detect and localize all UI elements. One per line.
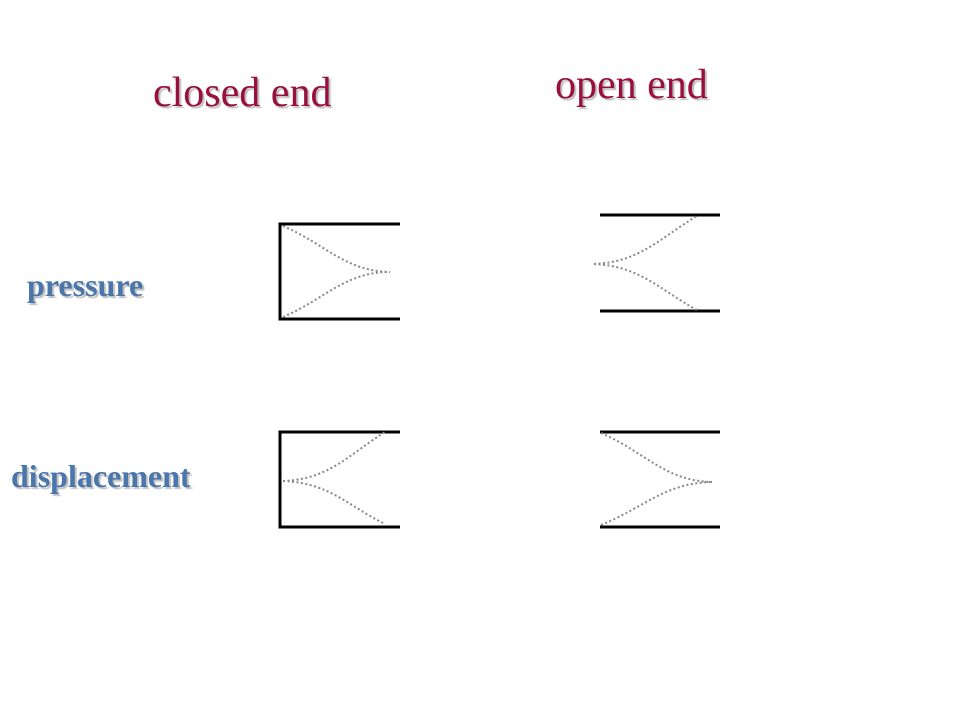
tube-closed-pressure <box>278 222 400 321</box>
wave-curve-upper <box>600 432 713 483</box>
wave-curve-lower <box>282 480 386 525</box>
wave-curve-lower <box>593 263 698 311</box>
wave-curve-upper <box>282 225 391 273</box>
wave-curve-lower <box>282 271 391 318</box>
tube-walls <box>278 430 400 529</box>
wave-curve-lower <box>600 481 713 526</box>
tube-open-pressure <box>593 213 720 313</box>
displacement-row-label: displacement <box>11 458 191 494</box>
wave-curve-upper <box>282 431 386 482</box>
tube-closed-displacement <box>278 430 400 529</box>
pressure-row-label: pressure <box>27 267 144 303</box>
wave-curve-upper <box>593 215 698 265</box>
open-end-heading: open end <box>555 62 708 108</box>
tube-open-displacement <box>600 430 720 529</box>
closed-end-heading: closed end <box>153 70 332 116</box>
tube-walls <box>278 222 400 321</box>
